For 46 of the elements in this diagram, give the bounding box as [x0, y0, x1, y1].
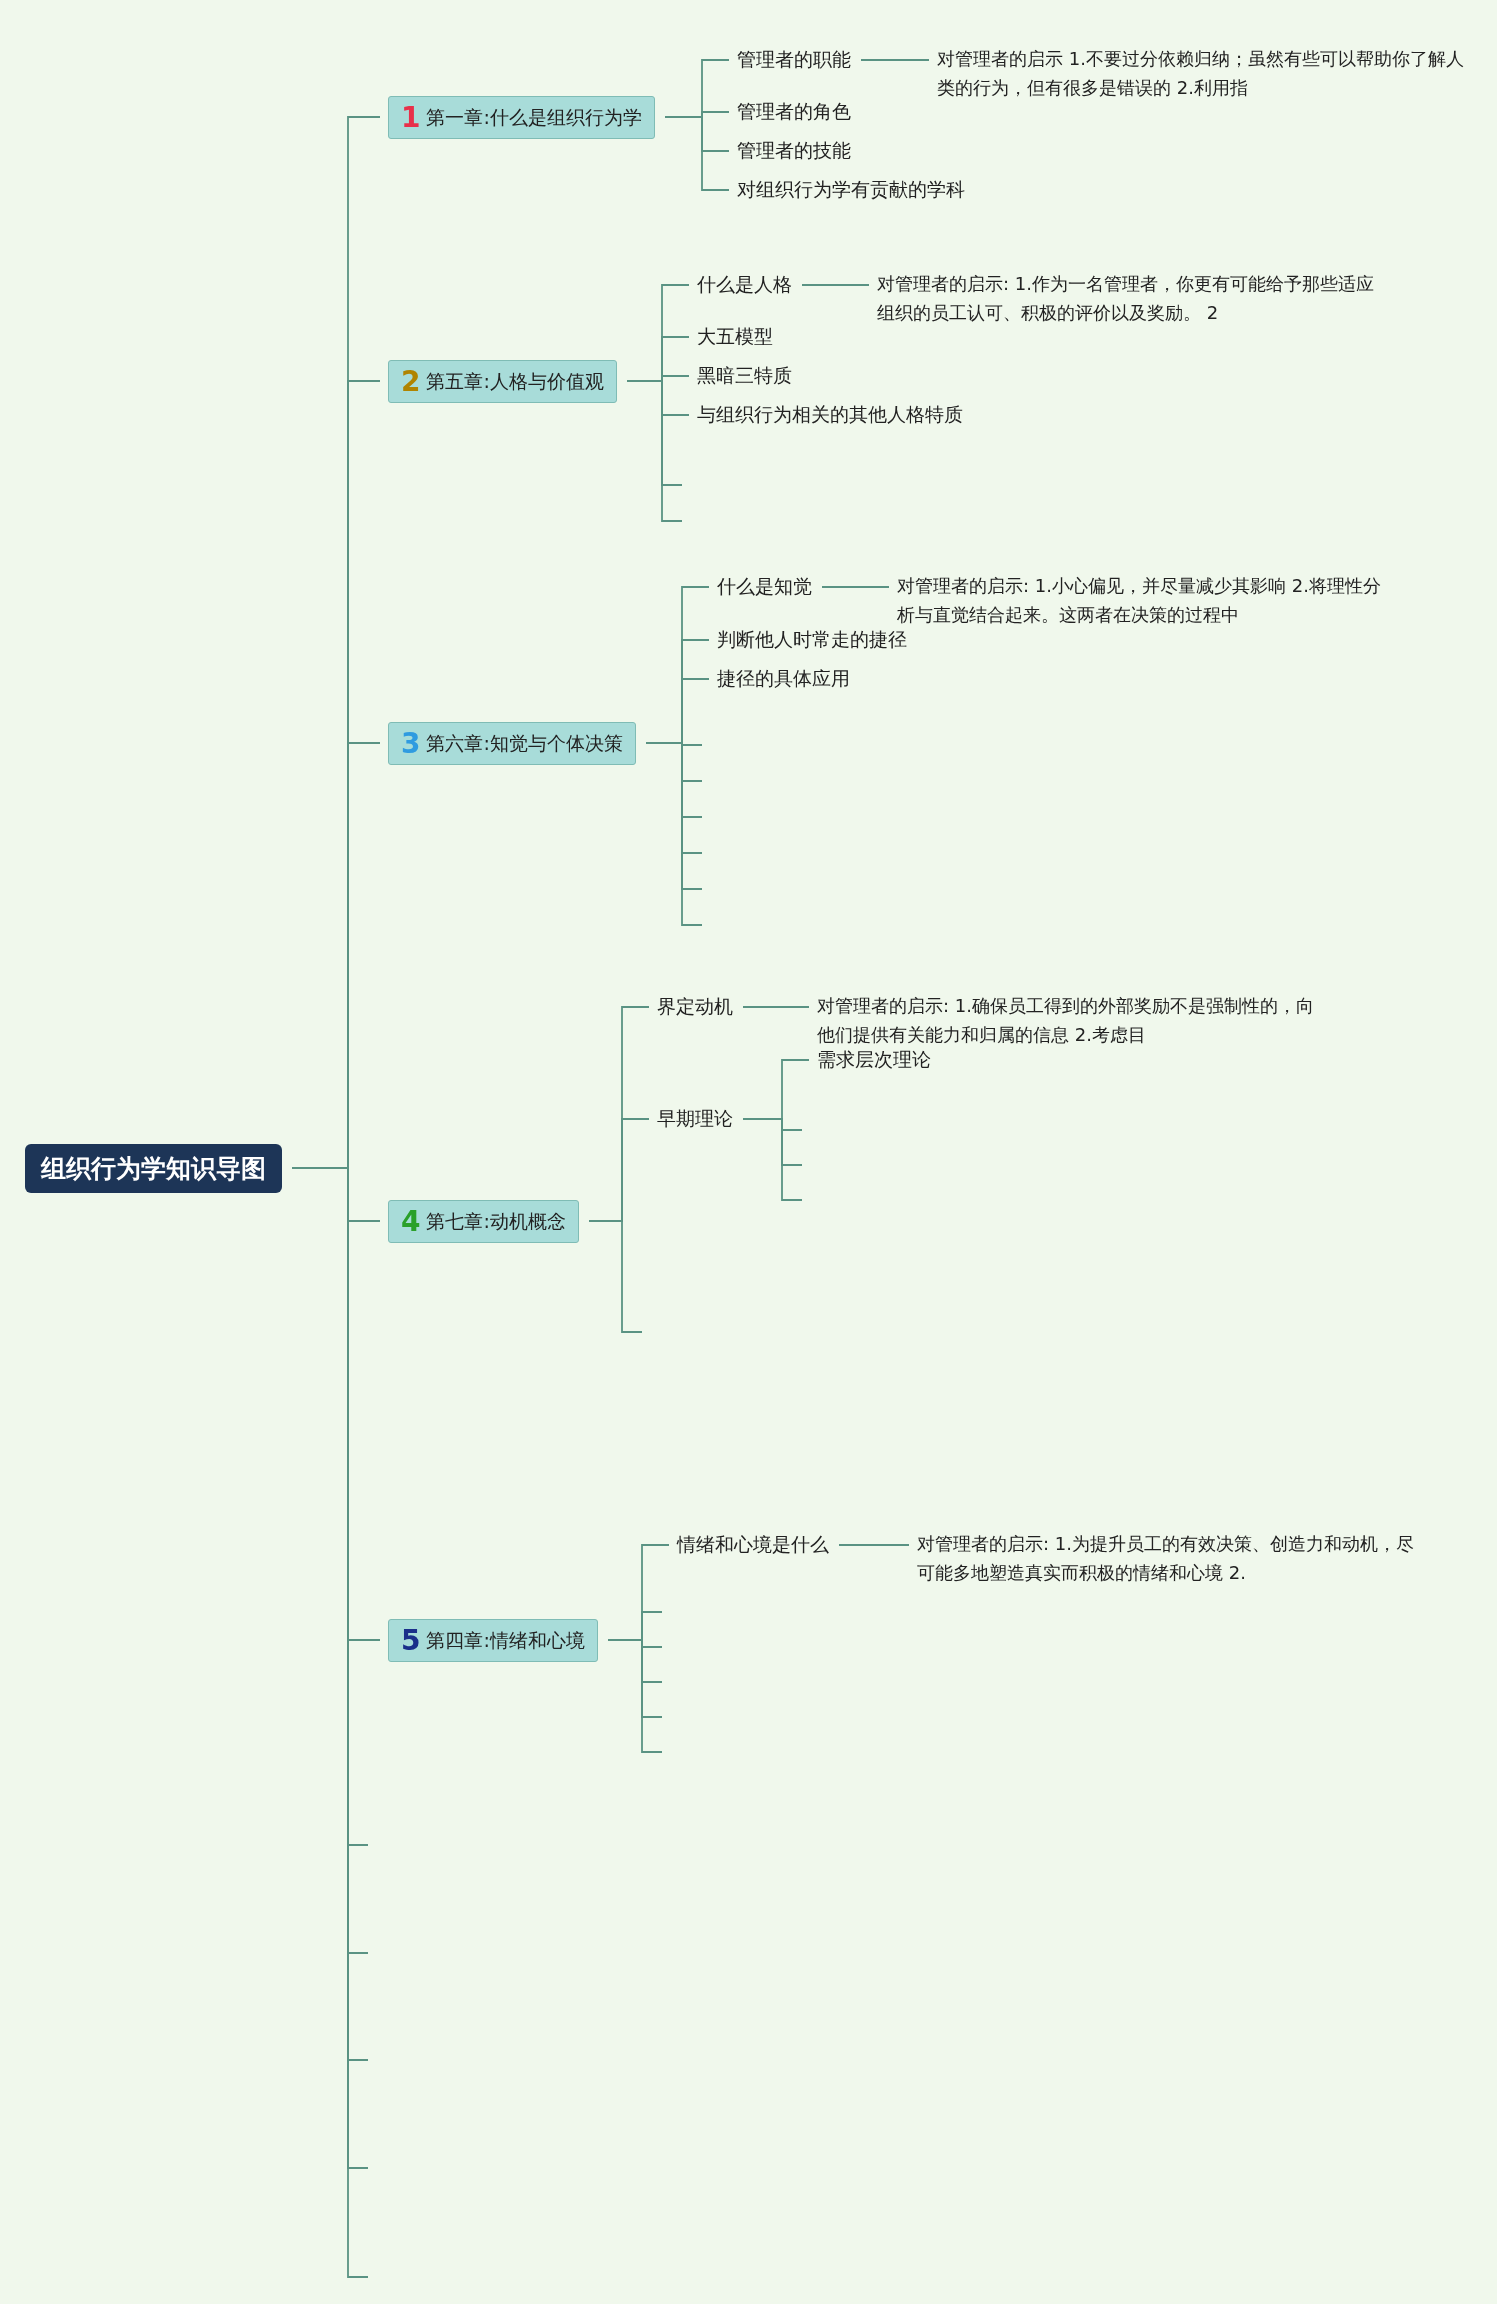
branch-line	[860, 59, 930, 61]
topic-text: 需求层次理论	[817, 1047, 931, 1073]
chapter-number: 4	[401, 1204, 421, 1238]
topic-text: 判断他人时常走的捷径	[717, 627, 907, 653]
topic-text: 情绪和心境是什么	[677, 1532, 829, 1558]
note-text: 对管理者的启示: 1.作为一名管理者，你更有可能给予那些适应组织的员工认可、积极的评价以及奖励。 2	[877, 269, 1377, 327]
chapter-number: 5	[401, 1623, 421, 1657]
chapter-box	[388, 1618, 598, 1662]
chapter-title: 第六章:知觉与个体决策	[426, 731, 623, 754]
topic-text: 什么是人格	[697, 272, 792, 298]
chapter-box	[388, 359, 617, 403]
branch-line	[626, 380, 683, 522]
topic-text: 管理者的职能	[737, 47, 851, 73]
chapter-box	[388, 1199, 579, 1243]
topic-text: 大五模型	[697, 324, 773, 350]
chapter-box	[388, 95, 655, 139]
note-text: 对管理者的启示: 1.为提升员工的有效决策、创造力和动机，尽可能多地塑造真实而积极的情绪和心境 2.	[917, 1529, 1417, 1587]
chapter-title: 第一章:什么是组织行为学	[426, 105, 642, 128]
branch-line	[821, 586, 890, 588]
chapter-number: 3	[401, 726, 421, 760]
topic-text: 与组织行为相关的其他人格特质	[697, 402, 963, 428]
topic-text: 界定动机	[657, 994, 733, 1020]
branch-line	[742, 1006, 810, 1008]
branch-line	[607, 1639, 663, 1753]
topic-text: 管理者的技能	[737, 138, 851, 164]
chapter-title: 第五章:人格与价值观	[426, 369, 604, 392]
chapter-title: 第四章:情绪和心境	[426, 1628, 585, 1651]
chapter-title: 第七章:动机概念	[426, 1209, 566, 1232]
note-text: 对管理者的启示 1.不要过分依赖归纳；虽然有些可以帮助你了解人类的行为，但有很多是错误的 2.利用指	[937, 44, 1477, 102]
chapter-box	[388, 721, 636, 765]
chapter-number: 2	[401, 364, 421, 398]
topic-text: 管理者的角色	[737, 99, 851, 125]
note-text: 对管理者的启示: 1.确保员工得到的外部奖励不是强制性的，向他们提供有关能力和归属的信息 2.考虑目	[817, 991, 1317, 1049]
branch-line	[838, 1544, 910, 1546]
branch-line	[742, 1118, 803, 1201]
branch-line	[588, 1220, 643, 1333]
note-text: 对管理者的启示: 1.小心偏见，并尽量减少其影响 2.将理性分析与直觉结合起来。这两者在决策的过程中	[897, 571, 1397, 629]
central-topic-box: 组织行为学知识导图	[25, 1143, 282, 1193]
topic-text: 捷径的具体应用	[717, 666, 850, 692]
topic-text: 对组织行为学有贡献的学科	[737, 177, 965, 203]
topic-text: 黑暗三特质	[697, 363, 792, 389]
topic-text: 什么是知觉	[717, 574, 812, 600]
chapter-number: 1	[401, 100, 421, 134]
topic-text: 早期理论	[657, 1106, 733, 1132]
branch-line	[664, 116, 730, 191]
branch-line	[801, 284, 870, 286]
